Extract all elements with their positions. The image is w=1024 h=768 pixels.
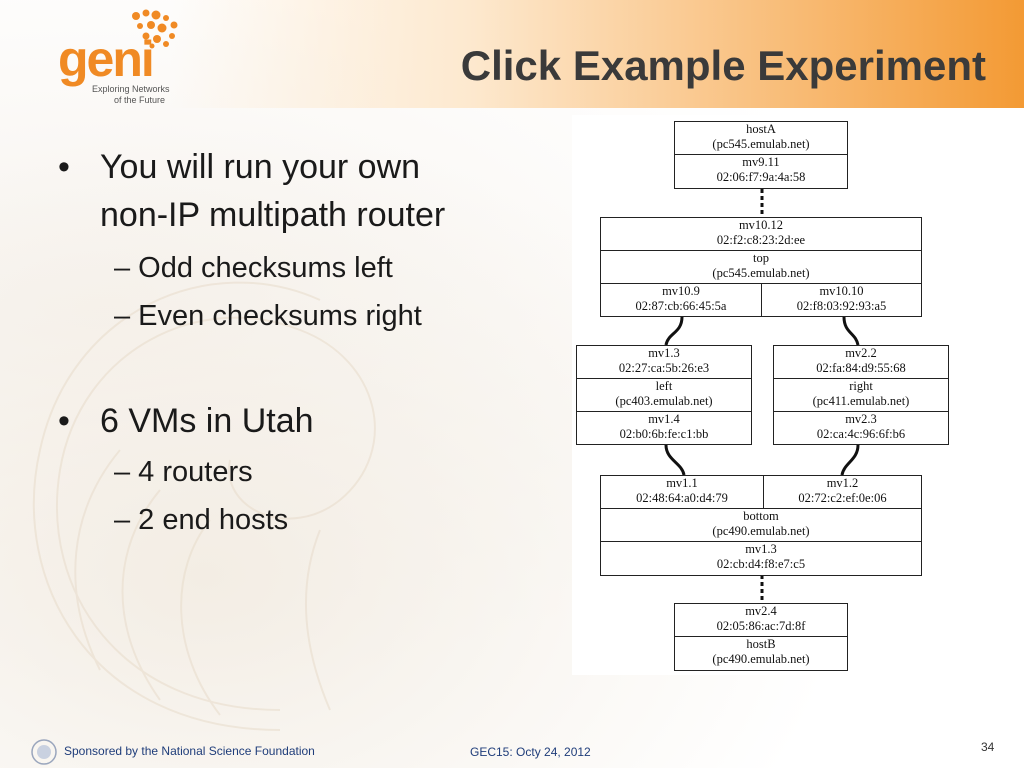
bullet-text: 6 VMs in Utah (100, 402, 314, 440)
node-bottom-iface-right: mv1.2 02:72:c2:ef:0e:06 (763, 476, 921, 509)
iface-name: mv10.12 (738, 218, 784, 232)
node-hostB: mv2.4 02:05:86:ac:7d:8f hostB (pc490.emu… (674, 603, 848, 671)
node-right-info: right (pc411.emulab.net) (774, 379, 948, 412)
node-top-iface-right: mv10.10 02:f8:03:92:93:a5 (761, 284, 921, 316)
node-top-host: (pc545.emulab.net) (712, 266, 810, 280)
node-hostA-name: hostA (746, 122, 776, 136)
iface-name: mv2.2 (845, 346, 877, 360)
iface-name: mv10.9 (662, 284, 700, 298)
node-hostA-info: hostA (pc545.emulab.net) (675, 122, 847, 155)
iface-name: mv9.11 (742, 155, 780, 169)
iface-mac: 02:48:64:a0:d4:79 (636, 491, 728, 505)
link-top-left (664, 316, 684, 346)
bullet-dot: • (58, 148, 70, 186)
iface-mac: 02:87:cb:66:45:5a (635, 299, 727, 313)
node-bottom-iface-left: mv1.1 02:48:64:a0:d4:79 (601, 476, 763, 509)
logo-tagline-1: Exploring Networks (92, 84, 170, 94)
node-bottom-iface-down: mv1.3 02:cb:d4:f8:e7:c5 (601, 542, 921, 575)
node-bottom-name: bottom (743, 509, 779, 523)
node-left-name: left (655, 379, 673, 393)
node-left: mv1.3 02:27:ca:5b:26:e3 left (pc403.emul… (576, 345, 752, 445)
shell-watermark (32, 281, 376, 731)
node-bottom-host: (pc490.emulab.net) (712, 524, 810, 538)
sub-bullet: – Even checksums right (114, 300, 422, 332)
link-right-bottom (840, 444, 860, 476)
node-bottom-info: bottom (pc490.emulab.net) (601, 509, 921, 542)
logo-wordmark: geni (58, 31, 155, 87)
link-left-bottom (664, 444, 686, 476)
bullet-text: You will run your own (100, 148, 421, 186)
footer-event: GEC15: Octy 24, 2012 (470, 745, 591, 759)
node-hostB-info: hostB (pc490.emulab.net) (675, 637, 847, 670)
node-left-info: left (pc403.emulab.net) (577, 379, 751, 412)
node-right-host: (pc411.emulab.net) (812, 394, 910, 408)
bullet-text-cont: non-IP multipath router (100, 196, 446, 234)
iface-mac: 02:72:c2:ef:0e:06 (798, 491, 887, 505)
iface-name: mv2.4 (745, 604, 777, 618)
iface-name: mv1.4 (648, 412, 680, 426)
node-hostB-host: (pc490.emulab.net) (712, 652, 810, 666)
node-top-info: top (pc545.emulab.net) (601, 251, 921, 284)
node-right-iface-up: mv2.2 02:fa:84:d9:55:68 (774, 346, 948, 379)
node-top-iface-up: mv10.12 02:f2:c8:23:2d:ee (601, 218, 921, 251)
node-right-name: right (849, 379, 873, 393)
iface-mac: 02:cb:d4:f8:e7:c5 (716, 557, 806, 571)
node-left-host: (pc403.emulab.net) (615, 394, 713, 408)
node-bottom: mv1.1 02:48:64:a0:d4:79 mv1.2 02:72:c2:e… (600, 475, 922, 576)
iface-mac: 02:06:f7:9a:4a:58 (716, 170, 806, 184)
sub-bullet: – Odd checksums left (114, 252, 393, 284)
node-hostB-iface: mv2.4 02:05:86:ac:7d:8f (675, 604, 847, 637)
iface-name: mv1.2 (826, 476, 859, 490)
page-number: 34 (981, 740, 995, 754)
sub-bullet: – 4 routers (114, 456, 253, 488)
iface-mac: 02:f8:03:92:93:a5 (796, 299, 887, 313)
link-top-right (842, 316, 860, 346)
slide-title: Click Example Experiment (460, 42, 986, 89)
node-hostA-host: (pc545.emulab.net) (712, 137, 810, 151)
topology-links (664, 189, 860, 603)
iface-mac: 02:05:86:ac:7d:8f (716, 619, 806, 633)
node-hostA-iface: mv9.11 02:06:f7:9a:4a:58 (675, 155, 847, 188)
node-hostA: hostA (pc545.emulab.net) mv9.11 02:06:f7… (674, 121, 848, 189)
iface-name: mv10.10 (819, 284, 864, 298)
node-top: mv10.12 02:f2:c8:23:2d:ee top (pc545.emu… (600, 217, 922, 317)
node-top-name: top (753, 251, 769, 265)
bullet-dot: • (58, 402, 70, 440)
node-left-iface-down: mv1.4 02:b0:6b:fe:c1:bb (577, 412, 751, 444)
iface-mac: 02:fa:84:d9:55:68 (816, 361, 906, 375)
node-right: mv2.2 02:fa:84:d9:55:68 right (pc411.emu… (773, 345, 949, 445)
node-top-iface-left: mv10.9 02:87:cb:66:45:5a (601, 284, 761, 316)
header-band (170, 0, 1024, 108)
node-right-iface-down: mv2.3 02:ca:4c:96:6f:b6 (774, 412, 948, 444)
iface-mac: 02:f2:c8:23:2d:ee (716, 233, 806, 247)
sub-bullet: – 2 end hosts (114, 504, 289, 536)
iface-name: mv2.3 (845, 412, 877, 426)
logo-tagline: Exploring Networks of the Future (92, 84, 182, 106)
logo-tagline-2: of the Future (114, 95, 166, 105)
iface-mac: 02:27:ca:5b:26:e3 (618, 361, 710, 375)
iface-name: mv1.3 (745, 542, 777, 556)
node-hostB-name: hostB (746, 637, 776, 651)
footer-sponsor: Sponsored by the National Science Founda… (64, 744, 315, 758)
node-left-iface-up: mv1.3 02:27:ca:5b:26:e3 (577, 346, 751, 379)
iface-name: mv1.1 (666, 476, 698, 490)
logo-dots-icon (132, 9, 178, 49)
nsf-seal-icon (31, 739, 57, 765)
iface-name: mv1.3 (648, 346, 680, 360)
topology-diagram: hostA (pc545.emulab.net) mv9.11 02:06:f7… (572, 115, 952, 675)
iface-mac: 02:b0:6b:fe:c1:bb (619, 427, 709, 441)
iface-mac: 02:ca:4c:96:6f:b6 (816, 427, 906, 441)
